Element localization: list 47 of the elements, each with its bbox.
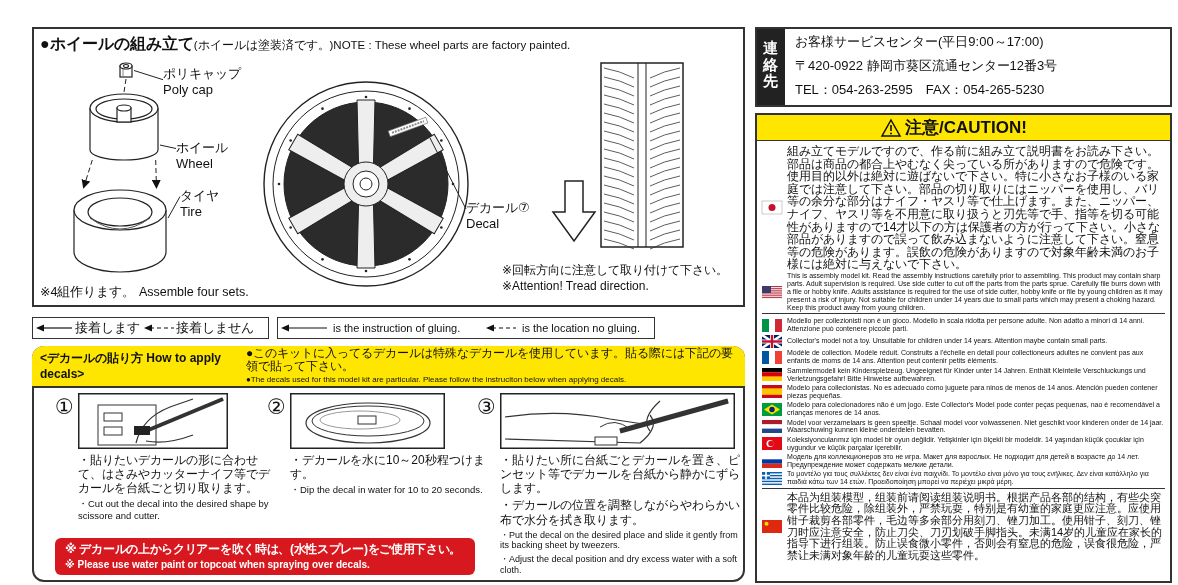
contact-text: お客様サービスセンター(平日9:00～17:00) (795, 34, 1045, 50)
instruction-text: ・貼りたいデカールの形に合わせて、はさみやカッターナイフ等でデカールを台紙ごと切り取ります。 (78, 453, 271, 496)
instruction-text: ・デカールを水に10～20秒程つけます。 (290, 453, 486, 482)
vertical-heading: 連絡先 (757, 29, 785, 105)
instruction-text: ・Put the decal on the desired place and slide it gently from its backing sheet by tweezers. (500, 529, 739, 551)
caution-box (755, 113, 1172, 583)
legend-text: is the instruction of gluing. (333, 322, 461, 336)
part-label: ポリキャップ Poly cap (163, 66, 243, 98)
caution-title: 注意/CAUTION! (905, 118, 1027, 139)
wheel-barrel-drawing (88, 92, 160, 160)
decal-panel (32, 346, 745, 582)
leader-line (133, 70, 164, 81)
warning-paragraph: 本品为组装模型，组装前请阅读组装说明书。根据产品各部的结构，有些尖突零件比较危险，除组装外，严禁玩耍，特别是有幼童的家庭更应注意。应使用钳子裁剪各部零件，毛边等多余部分用刻刀、锉刀加工。使用钳子、刻刀、锉刀时应注意安全，防止刀尖、刀刃划破手脚指头。未满14岁的儿童应在家长的指导下进行组装。防止误食微小零件，否则会有窒息的危险，误食很危险，严禁让未满对象年龄的儿童玩耍这些零件。 (787, 491, 1164, 562)
part-label: ホイール Wheel (176, 140, 229, 172)
note-text: ※4組作ります。 Assemble four sets. (40, 285, 250, 300)
instruction-text: ・Dip the decal in water for 10 to 20 seconds. (290, 484, 484, 496)
assembly-panel (32, 27, 745, 307)
warning-note (55, 538, 475, 575)
arrow (151, 159, 161, 189)
warning-paragraph: 組み立てモデルですので、作る前に組み立て説明書をお読み下さい。部品は商品の都合上やむなく尖っている所がありますので危険です。使用目的以外は絶対に遊ばないで下さい。特に小さなお子様のいる家庭では注意して下さい。部品の切り取りにはニッパーを使用し、バリ等の余分な部分はナイフ・ヤスリ等で仕上げます。また、ニッパー、ナイフ、ヤスリ等を不用意に取り扱うと刃先等で手、指等を切る可能性がありますので14才以下の方は保護者の方が行って下さい。小さな部品がありますので誤って飲み込まないように注意して下さい。窒息等の危険があります。誤飲の危険がありますので対象年齢未満のお子様には絶対に与えないで下さい。 (787, 145, 1162, 271)
contact-text: 〒420-0922 静岡市葵区流通センター12番3号 (795, 58, 1059, 74)
leader-line (167, 196, 181, 219)
arrow (81, 159, 93, 189)
legend-text: is the location no gluing. (522, 322, 641, 336)
step-number: ② (267, 394, 286, 420)
instruction-text: ・貼りたい所に台紙ごとデカールを置き、ピンセット等でデカールを台紙から静かにずらします。 (500, 453, 741, 496)
step-number: ① (55, 394, 74, 420)
leader-line (159, 144, 177, 149)
poly-cap-drawing (118, 62, 134, 79)
legend-text: 接着しません (176, 320, 254, 336)
instruction-text: ・Cut out the decal into the desired shape by scissore and cutter. (78, 498, 270, 521)
step-number: ③ (477, 394, 496, 420)
part-label: タイヤ Tire (180, 188, 220, 220)
part-label: デカール⑦ Decal (466, 200, 531, 232)
section-heading: <デカールの貼り方 How to apply decals> (40, 351, 222, 383)
tire-drawing (72, 188, 168, 274)
panel-heading: ●ホイールの組み立て(ホイールは塗装済です。)NOTE : These wheel parts are factory painted. (40, 34, 572, 54)
note-text: ●The decals used for this model kit are particular. Please follow the instruciton below when applying decals. (246, 375, 628, 385)
legend-text: 接着します (75, 320, 140, 336)
instruction-text: ・デカールの位置を調整しながらやわらかい布で水分を拭き取ります。 (500, 498, 741, 527)
instruction-text: ・Adjust the decal position and dry excess water with a soft cloth. (500, 554, 739, 576)
warning-text: ※ Please use water paint or topcoat when spraying over decals. (65, 559, 371, 571)
contact-text: TEL：054-263-2595 FAX：054-265-5230 (795, 82, 1046, 98)
contact-box (755, 27, 1172, 107)
note-text: ●このキットに入ってるデカールは特殊なデカールを使用しています。貼る際には下記の要領で貼って下さい。 (246, 347, 735, 374)
warning-text: ※ デカールの上からクリアーを吹く時は、(水性スプレー)をご使用下さい。 (65, 542, 463, 557)
note-text: ※回転方向に注意して取り付けて下さい。 ※Attention! Tread direction. (502, 263, 730, 295)
